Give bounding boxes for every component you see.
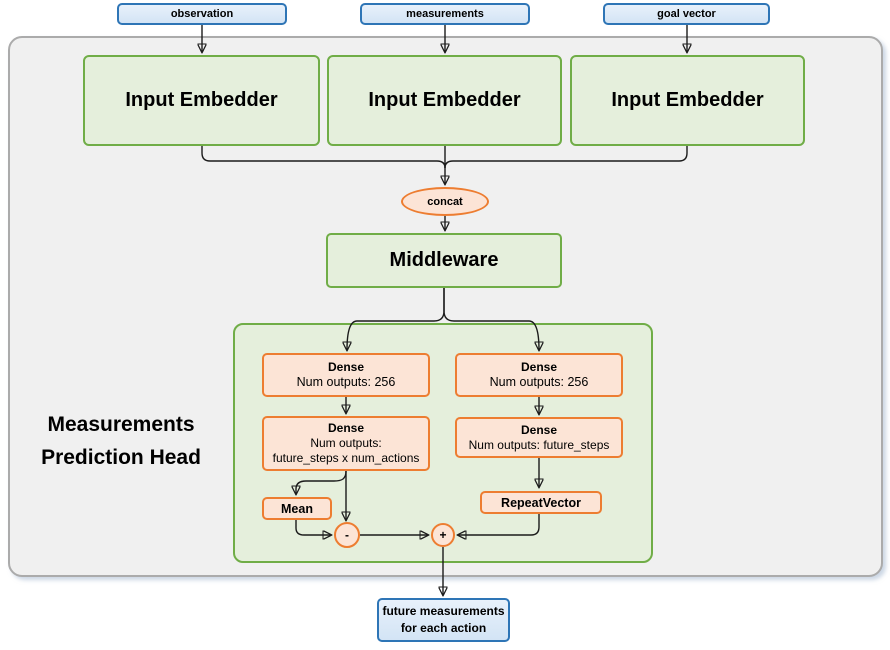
input-embedder-3: Input Embedder	[570, 55, 805, 146]
dense-left-2-detail-line1: Num outputs:	[310, 436, 382, 450]
input-label-observation-text: observation	[170, 8, 234, 20]
dense-left-2: Dense Num outputs: future_steps x num_ac…	[262, 416, 430, 471]
middleware-box: Middleware	[326, 233, 562, 288]
prediction-head-title-line2: Prediction Head	[41, 446, 201, 469]
dense-right-2-detail: Num outputs: future_steps	[468, 437, 610, 452]
output-label-line1: future measurements	[382, 604, 505, 618]
input-embedder-2: Input Embedder	[327, 55, 562, 146]
mean-box: Mean	[262, 497, 332, 520]
prediction-head-title-line1: Measurements	[47, 413, 195, 436]
middleware-label: Middleware	[389, 249, 499, 271]
subtract-label: -	[345, 528, 349, 542]
input-label-measurements-text: measurements	[406, 8, 484, 20]
input-embedder-2-label: Input Embedder	[368, 89, 521, 111]
output-label-line2: for each action	[400, 621, 487, 635]
dense-right-2-name: Dense	[520, 422, 558, 437]
concat-label: concat	[427, 195, 463, 208]
input-embedder-1: Input Embedder	[83, 55, 320, 146]
repeat-vector-label: RepeatVector	[501, 495, 581, 510]
repeat-vector-box: RepeatVector	[480, 491, 602, 514]
output-label-box: future measurements for each action	[377, 598, 510, 642]
add-node: +	[431, 523, 455, 547]
input-label-observation: observation	[117, 3, 287, 25]
dense-right-2: Dense Num outputs: future_steps	[455, 417, 623, 458]
dense-left-2-detail-line2: future_steps x num_actions	[272, 451, 420, 465]
dense-left-2-name: Dense	[327, 421, 365, 435]
dense-right-1-detail: Num outputs: 256	[489, 375, 589, 389]
add-label: +	[439, 528, 447, 542]
dense-left-1-detail: Num outputs: 256	[296, 375, 396, 389]
dense-right-1: Dense Num outputs: 256	[455, 353, 623, 397]
mean-label: Mean	[281, 501, 313, 516]
input-label-goal-vector: goal vector	[603, 3, 770, 25]
input-label-goal-vector-text: goal vector	[657, 8, 716, 20]
input-embedder-3-label: Input Embedder	[611, 89, 764, 111]
input-embedder-1-label: Input Embedder	[125, 89, 278, 111]
dense-left-1-name: Dense	[327, 360, 365, 374]
dense-left-1: Dense Num outputs: 256	[262, 353, 430, 397]
input-label-measurements: measurements	[360, 3, 530, 25]
concat-node: concat	[401, 187, 489, 216]
prediction-head-title: Measurements Prediction Head	[15, 408, 227, 474]
dense-right-1-name: Dense	[520, 360, 558, 374]
subtract-node: -	[334, 522, 360, 548]
